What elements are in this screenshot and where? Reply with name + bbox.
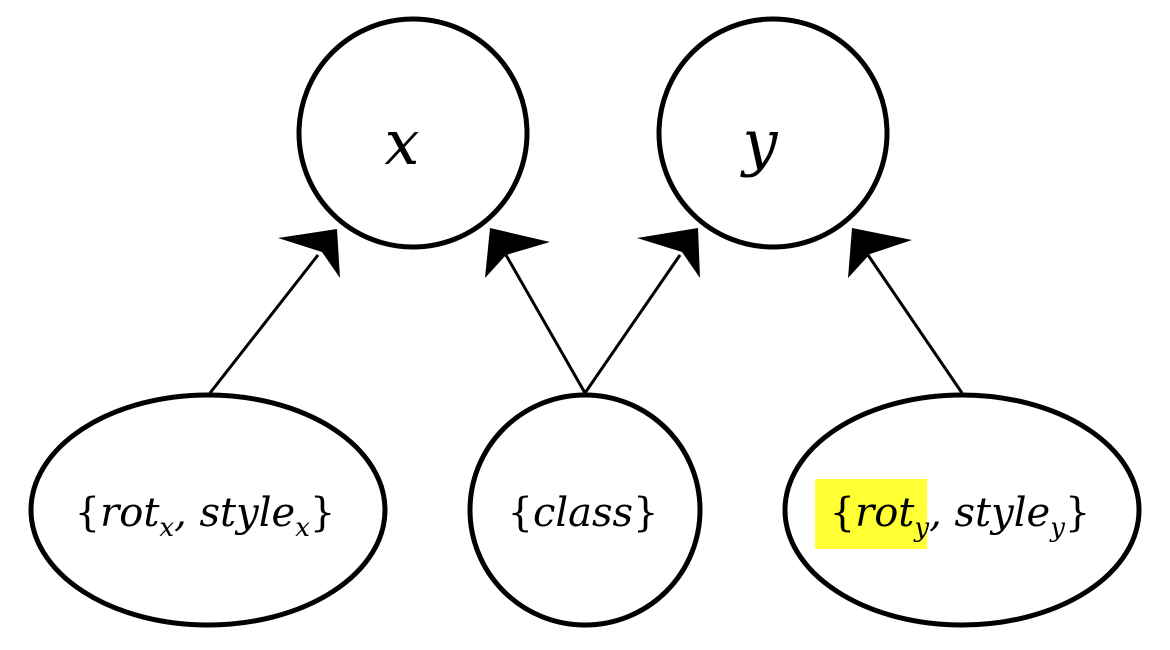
node-x: x — [296, 16, 530, 250]
node-right-label: {roty, styley} — [830, 490, 1091, 543]
node-y-label: y — [739, 106, 778, 179]
edge-center-to-x — [504, 254, 587, 394]
node-x-label: x — [385, 106, 420, 179]
node-right: {roty, styley} — [782, 392, 1142, 628]
edges — [208, 228, 964, 394]
node-center-label: {class} — [507, 490, 658, 536]
node-left-label: {rotx, stylex} — [75, 490, 336, 543]
node-left: {rotx, stylex} — [28, 392, 388, 628]
node-y: y — [656, 16, 890, 250]
arrowhead-left-to-x — [278, 229, 340, 278]
edge-center-to-y — [583, 254, 682, 394]
node-center: {class} — [467, 392, 703, 628]
highlight-rot-y — [815, 479, 927, 549]
edge-left-to-x — [208, 254, 320, 394]
arrowhead-center-to-y — [637, 228, 700, 278]
edge-right-to-y — [866, 254, 964, 394]
arrowhead-right-to-y — [848, 228, 912, 278]
arrowhead-center-to-x — [485, 228, 550, 278]
